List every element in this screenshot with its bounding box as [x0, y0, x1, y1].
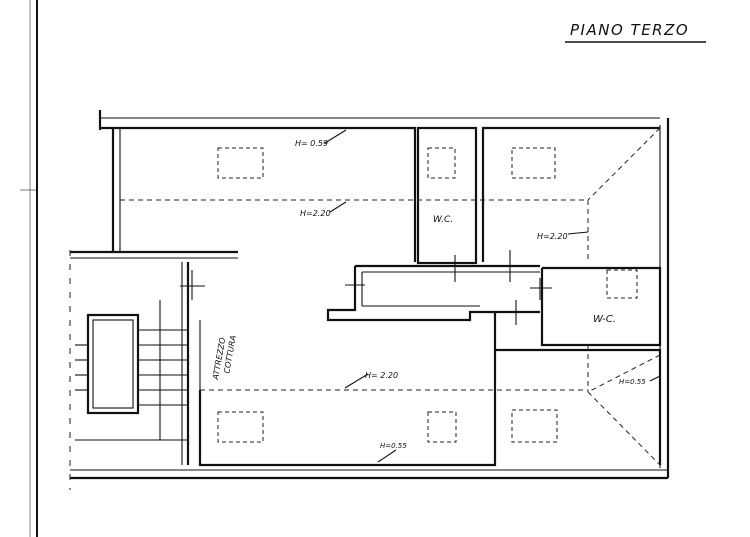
- room-label-wc-upper: W.C.: [433, 215, 453, 225]
- height-label: H= 2.20: [365, 371, 398, 380]
- height-label: H=0.55: [619, 378, 646, 386]
- wc-right-room: [540, 266, 662, 347]
- height-label: H=0.55: [380, 442, 407, 450]
- height-label: H=2.20: [300, 209, 331, 218]
- plan-title: PIANO TERZO: [570, 21, 689, 39]
- height-label: H=2.20: [537, 232, 568, 241]
- upper-left-room: [120, 147, 588, 391]
- room-label-wc-right: W-C.: [593, 314, 616, 325]
- door-marks: [180, 250, 552, 325]
- height-annotations: H= 0.59 H=2.20 H=2.20 H= 2.20 H=0.55 H=0…: [295, 129, 661, 463]
- height-label: H= 0.59: [295, 139, 328, 148]
- stairwell: [75, 262, 190, 465]
- wc-upper-room: [416, 126, 478, 265]
- attic-note: ATTREZZO COTTURA: [211, 335, 238, 382]
- lower-left-room: [217, 411, 457, 443]
- central-walls: [198, 264, 540, 467]
- lower-right-room: [495, 345, 662, 466]
- upper-right-room: [481, 126, 661, 262]
